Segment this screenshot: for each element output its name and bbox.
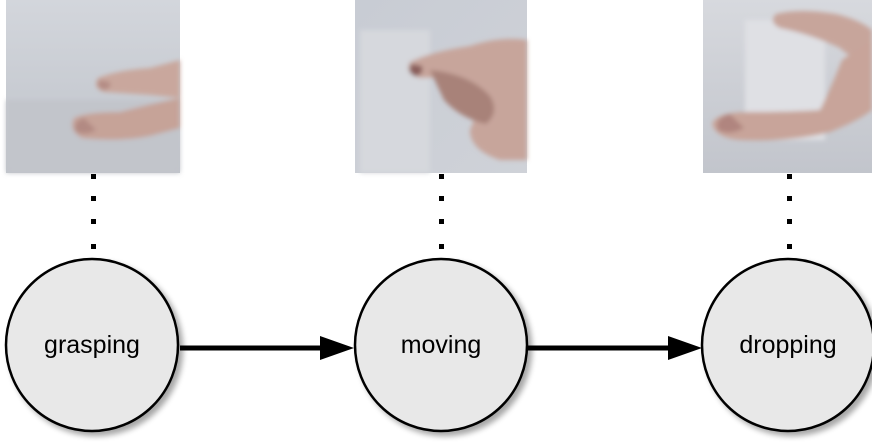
dotted-connector-dropping — [787, 174, 792, 249]
state-node-dropping: dropping — [702, 259, 872, 431]
dotted-connector-moving — [439, 174, 444, 249]
transition-arrow-grasping-moving — [180, 336, 354, 360]
state-label-moving: moving — [401, 331, 482, 359]
state-label-dropping: dropping — [739, 331, 836, 359]
transition-arrow-moving-dropping — [528, 336, 702, 360]
state-label-grasping: grasping — [44, 331, 140, 359]
state-node-moving: moving — [355, 259, 527, 431]
state-node-grasping: grasping — [6, 259, 178, 431]
dotted-connector-grasping — [91, 174, 96, 249]
hand-dropping-photo — [703, 0, 872, 173]
hand-grasping-photo — [6, 0, 180, 173]
hand-moving-photo — [355, 0, 527, 173]
